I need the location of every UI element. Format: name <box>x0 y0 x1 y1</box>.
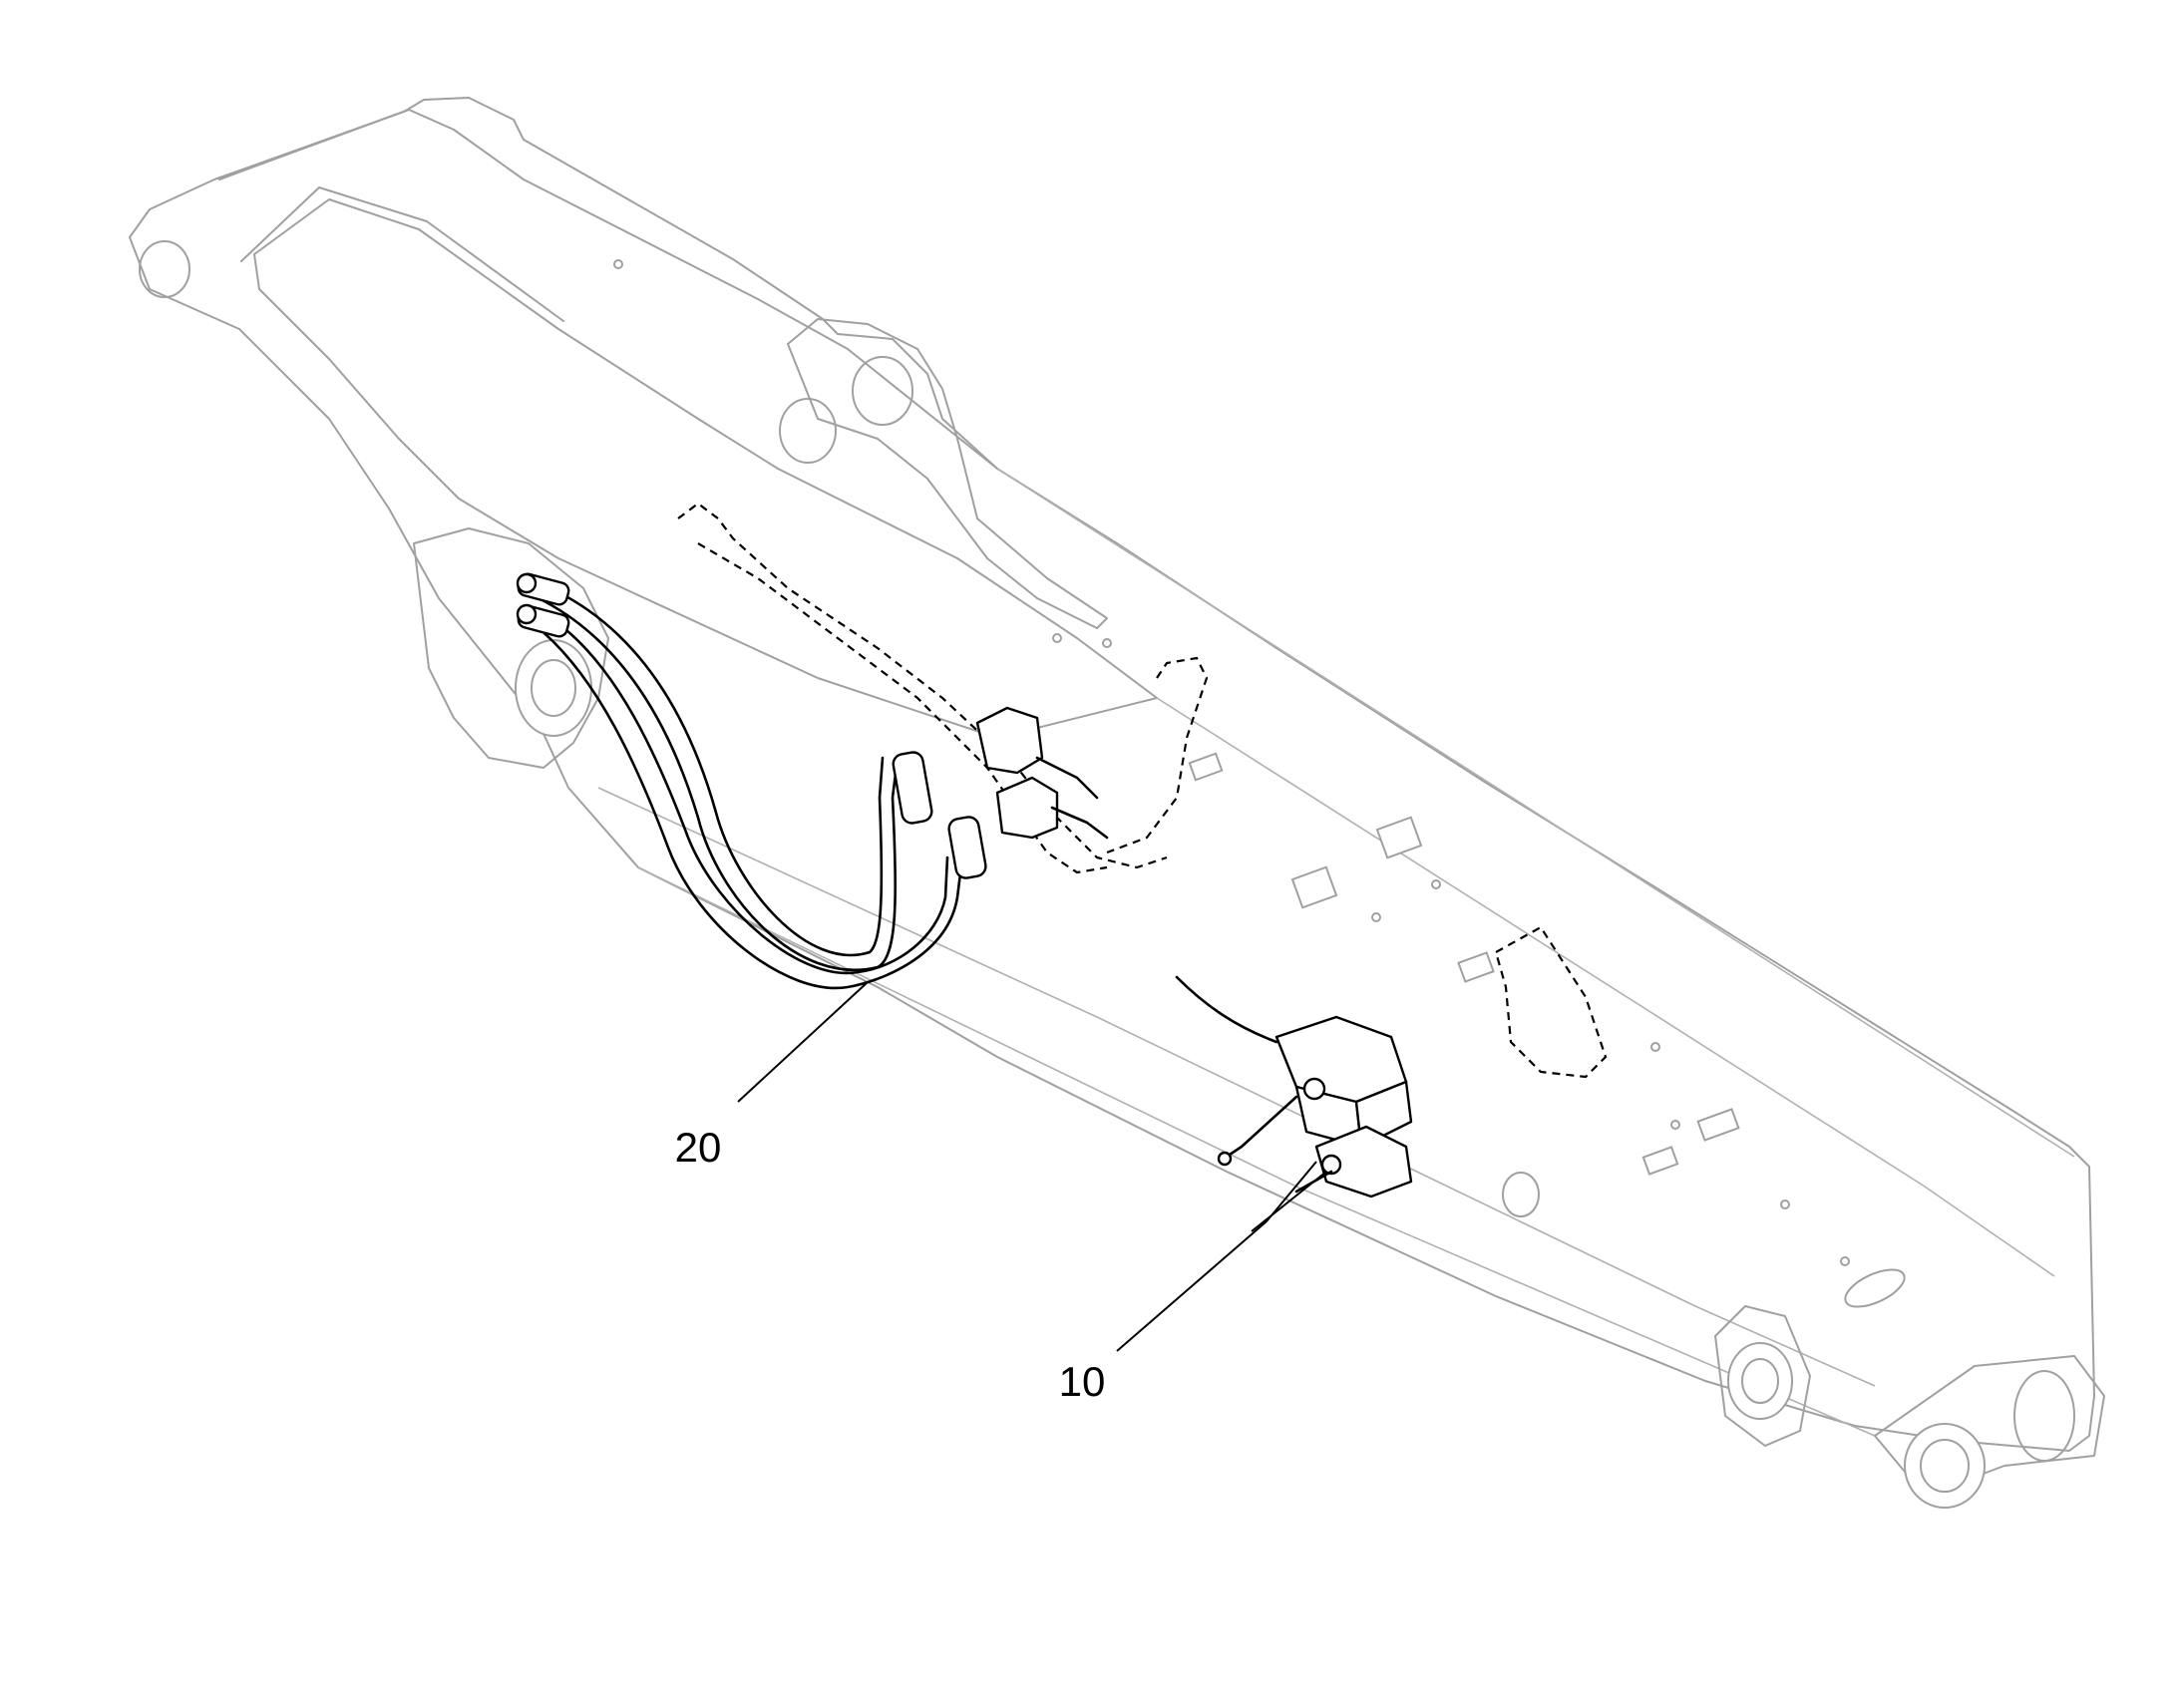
leader-line-20 <box>737 981 869 1103</box>
boom-top-flange <box>218 109 998 470</box>
nose-bore-inner <box>1920 1439 1970 1493</box>
rear-web <box>413 527 609 769</box>
pad-7 <box>1502 1172 1540 1217</box>
front-pivot-boss <box>1727 1342 1793 1420</box>
hose-1b[interactable] <box>556 590 885 957</box>
pad-3 <box>1290 865 1338 909</box>
boom-side-line-2 <box>1156 697 2055 1277</box>
rear-end-hole <box>139 240 190 298</box>
mid-lug-plate <box>787 318 1108 629</box>
callout-20: 20 <box>675 981 869 1171</box>
hose-1[interactable] <box>537 596 900 971</box>
hidden-pipe-1 <box>677 502 1168 869</box>
nose-bore <box>1904 1423 1986 1509</box>
boom-side-line-3 <box>637 866 1876 1437</box>
manifold-fitting-2 <box>995 776 1059 840</box>
hose-sleeve-2 <box>947 816 987 879</box>
boom-structure <box>129 97 2105 1509</box>
pad-8 <box>1844 1268 1906 1308</box>
boom-bottom-line <box>597 787 1876 1387</box>
hose-fittings-left <box>516 572 570 638</box>
mid-lug-hole-2 <box>779 398 837 464</box>
nose-collar <box>2013 1370 2075 1462</box>
rear-pivot-bore <box>531 659 576 717</box>
valve-hose <box>1175 975 1278 1044</box>
pad-4 <box>1457 951 1495 983</box>
callout-10: 10 <box>1059 1161 1327 1405</box>
manifold-fitting <box>975 706 1044 775</box>
valve-assembly[interactable] <box>1217 1015 1413 1198</box>
hidden-pipe-3 <box>1106 656 1209 854</box>
callout-label-10: 10 <box>1059 1358 1106 1405</box>
callout-label-20: 20 <box>675 1124 722 1171</box>
leader-line-10c <box>1251 1171 1327 1232</box>
hose-2b[interactable] <box>554 620 949 975</box>
hydraulic-parts <box>516 502 1608 1198</box>
manifold-pipe <box>1035 756 1109 840</box>
pad-6 <box>1641 1146 1679 1176</box>
pad-5 <box>1696 1108 1740 1142</box>
leader-line-10b <box>1266 1161 1317 1222</box>
boom-side-line-1 <box>996 468 2075 1158</box>
rear-pivot-boss <box>515 639 592 737</box>
hidden-block <box>1494 925 1608 1079</box>
boom-outer-outline <box>129 97 2095 1452</box>
hose-2[interactable] <box>537 626 964 990</box>
boom-inner-window <box>253 198 1158 739</box>
front-lug <box>1714 1305 1811 1447</box>
hose-sleeve-1 <box>892 751 933 825</box>
front-pivot-bore <box>1741 1358 1779 1404</box>
boom-inner-window-2 <box>240 186 564 322</box>
mid-lug-hole-1 <box>852 356 913 426</box>
leader-line-10 <box>1116 1220 1268 1352</box>
hidden-pipe-2 <box>697 542 1108 874</box>
pad-2 <box>1375 816 1423 859</box>
pad-1 <box>1188 752 1224 782</box>
bolt-studs <box>613 259 1850 1266</box>
